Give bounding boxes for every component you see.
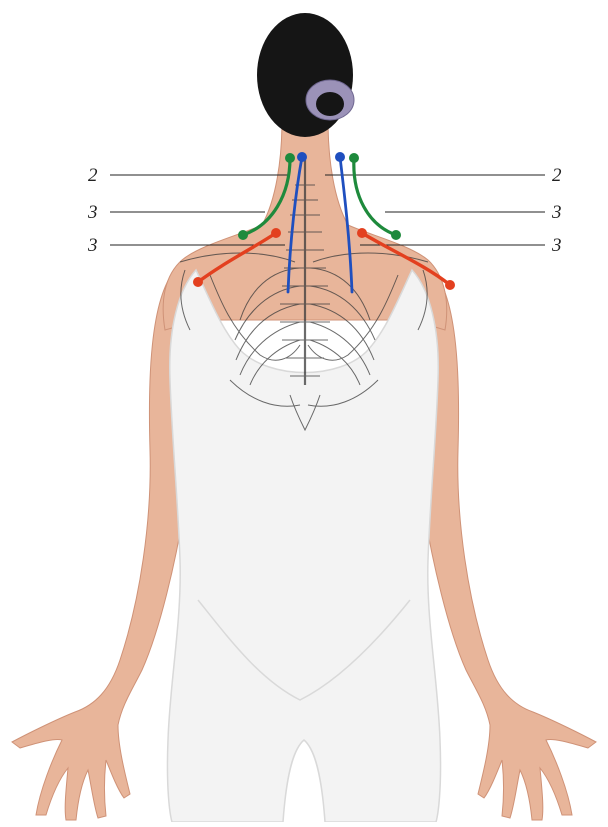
marker-dot [335,152,345,162]
marker-dot [238,230,248,240]
marker-dot [193,277,203,287]
label-left-2: 2 [88,166,98,185]
label-right-3-upper: 3 [552,203,562,222]
marker-dot [297,152,307,162]
label-left-3-upper: 3 [88,203,98,222]
label-right-2: 2 [552,166,562,185]
marker-dot [357,228,367,238]
marker-dot [391,230,401,240]
marker-dot [285,153,295,163]
marker-dot [445,280,455,290]
label-right-3-lower: 3 [552,236,562,255]
green-line-right [354,158,396,235]
marker-dot [349,153,359,163]
marker-dot [271,228,281,238]
bun [316,92,344,116]
label-left-3-lower: 3 [88,236,98,255]
